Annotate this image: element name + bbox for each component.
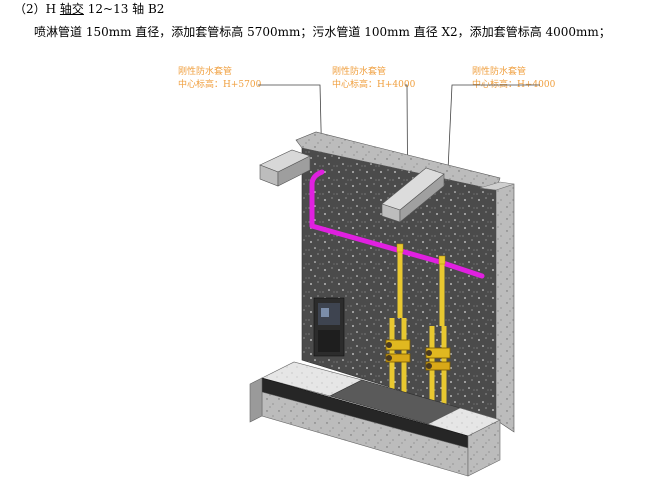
callout-elevation: 中心标高：H+5700 [178, 80, 262, 90]
foundation-trench [249, 361, 501, 477]
callout-title: 刚性防水套管 [472, 67, 527, 77]
concrete-wall-side [495, 183, 515, 433]
callout-title: 刚性防水套管 [178, 67, 233, 77]
callout-sprinkler-sleeve: 刚性防水套管 中心标高：H+5700 [178, 66, 261, 92]
beam-stub-left [259, 149, 311, 187]
callout-title: 刚性防水套管 [332, 67, 387, 77]
pipe-description: 喷淋管道 150mm 直径，添加套管标高 5700mm；污水管道 100mm 直… [34, 25, 611, 39]
beam-stub-right [381, 167, 445, 223]
sewage-pipe-1 [385, 243, 411, 408]
callout-elevation: 中心标高：H+4000 [332, 80, 416, 90]
callout-sewage-sleeve-1: 刚性防水套管 中心标高：H+4000 [332, 66, 415, 92]
electrical-box [313, 297, 345, 357]
heading-underlined-axis: 轴交 [59, 2, 84, 16]
sprinkler-pipe [309, 169, 485, 279]
section-heading: （2）H 轴交 12~13 轴 B2 [14, 2, 165, 16]
